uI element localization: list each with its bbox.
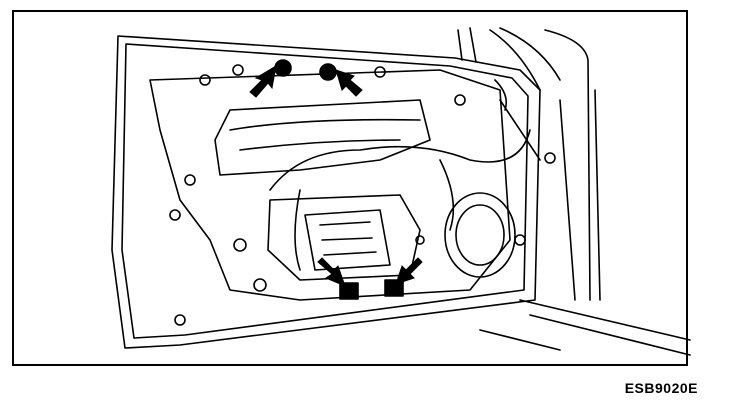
arrow-lower-left [317,257,346,287]
illustration-frame [12,10,688,366]
speaker-opening [444,192,516,278]
arrow-upper-left [249,65,277,98]
lower-cutout [267,194,421,281]
sill [479,299,691,356]
regulator-plate [304,209,391,271]
upper-cutout [214,99,431,176]
wire-harness [269,129,531,271]
inner-panel [149,69,511,301]
body-pillar [544,29,601,301]
door-inner-edge [121,43,529,339]
arrow-upper-right [335,69,363,97]
figure-code: ESB9020E [624,380,698,396]
arrow-lower-right [395,257,423,285]
window-pillar [457,27,561,91]
door-outer-edge [111,35,541,349]
